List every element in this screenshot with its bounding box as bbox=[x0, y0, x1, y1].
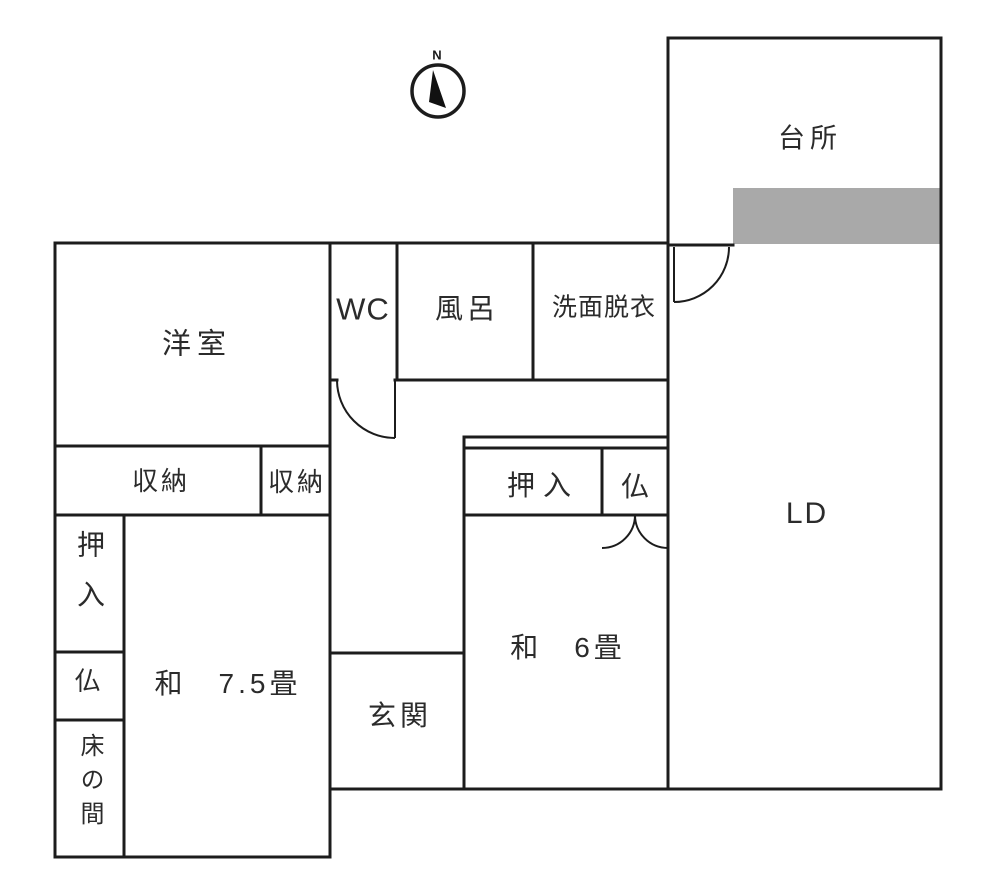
room-label-tokonoma: 床の間 bbox=[76, 733, 103, 835]
room-label-butsudan-7-5jo: 仏 bbox=[74, 666, 104, 696]
room-label-washroom: 洗面脱衣 bbox=[551, 293, 657, 322]
left-block-outline bbox=[53, 241, 332, 859]
room-label-closet-7-5jo: 押入 bbox=[74, 530, 105, 630]
room-label-butsudan-6jo: 仏 bbox=[620, 471, 654, 502]
doors bbox=[336, 246, 730, 549]
room-label-western-room: 洋室 bbox=[161, 328, 233, 361]
room-label-bath: 風呂 bbox=[434, 293, 500, 324]
wc-door-swing bbox=[336, 379, 396, 439]
room-label-storage-right: 収納 bbox=[267, 467, 327, 497]
room-label-japanese-6jo: 和 6畳 bbox=[510, 632, 626, 663]
room-label-japanese-7-5jo: 和 7.5畳 bbox=[154, 668, 302, 699]
kitchen-door-swing bbox=[673, 246, 730, 303]
room-label-storage-left: 収納 bbox=[131, 466, 191, 496]
room-label-closet-6jo: 押入 bbox=[506, 470, 580, 501]
kitchen-counter bbox=[733, 188, 941, 244]
compass-north-label: N bbox=[432, 47, 442, 63]
room-label-wc: WC bbox=[336, 291, 390, 327]
room-label-kitchen: 台所 bbox=[778, 123, 842, 154]
walls bbox=[53, 36, 943, 859]
room-label-entrance: 玄関 bbox=[367, 700, 433, 731]
compass-icon bbox=[410, 63, 466, 119]
room-label-living-dining: LD bbox=[785, 497, 829, 530]
butsudan-double-door-swing bbox=[601, 514, 669, 549]
